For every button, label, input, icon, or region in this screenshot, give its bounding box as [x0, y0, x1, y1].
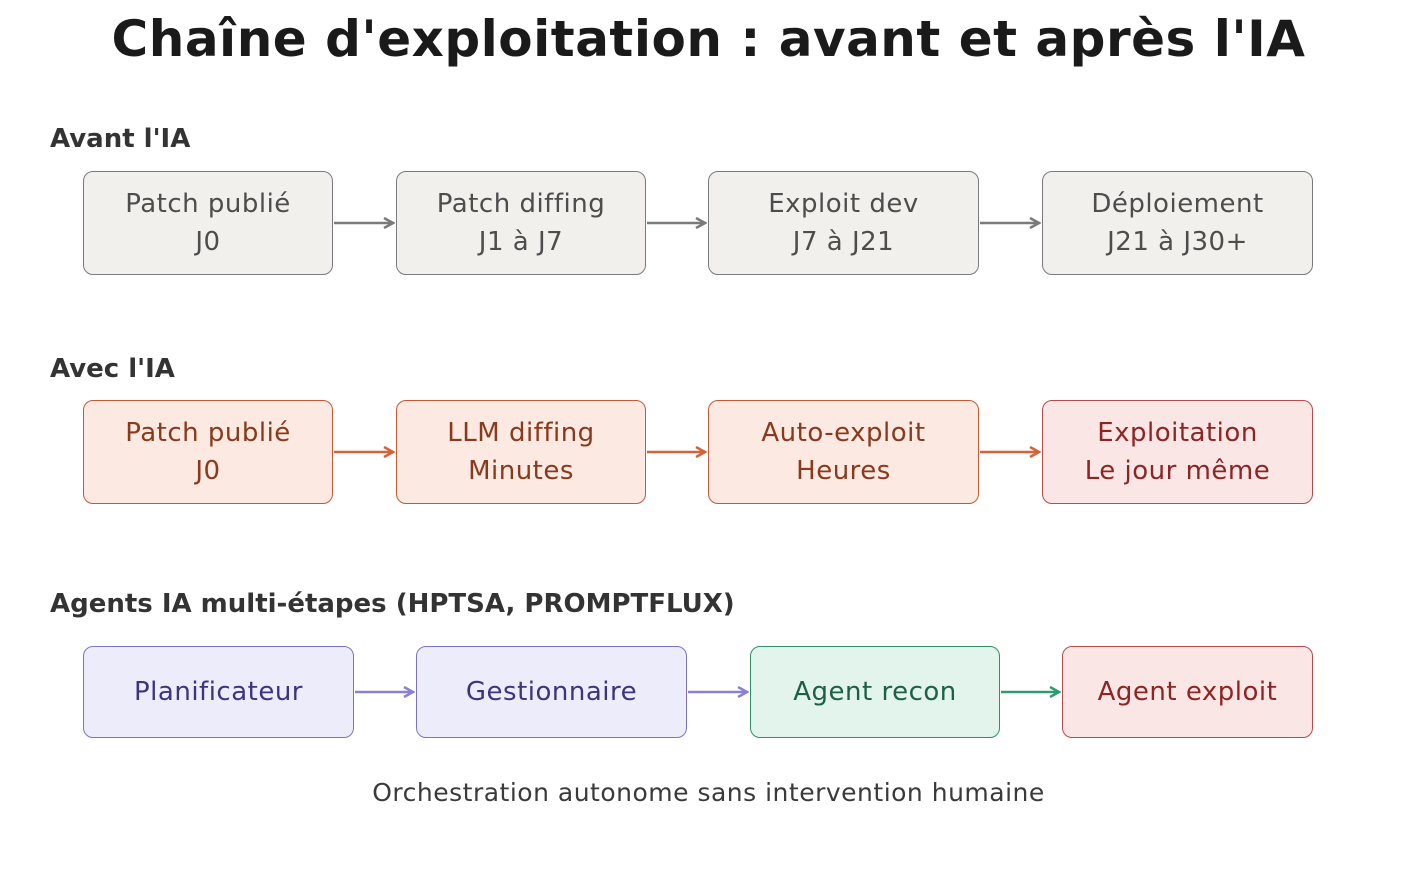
step-title: Patch publié [125, 189, 291, 219]
step-title: Auto-exploit [761, 418, 926, 448]
step-with-llm-diffing: LLM diffing Minutes [396, 400, 646, 504]
step-title: Exploitation [1097, 418, 1258, 448]
section-label-multi-agent: Agents IA multi-étapes (HPTSA, PROMPTFLU… [50, 589, 735, 619]
step-agent-manager: Gestionnaire [416, 646, 687, 738]
step-timing: J0 [195, 456, 221, 486]
section-label-before-ai: Avant l'IA [50, 124, 191, 154]
step-title: Exploit dev [768, 189, 919, 219]
step-with-exploitation: Exploitation Le jour même [1042, 400, 1313, 504]
step-title: Agent exploit [1097, 677, 1278, 707]
step-title: Patch publié [125, 418, 291, 448]
step-timing: J7 à J21 [792, 227, 895, 257]
footnote: Orchestration autonome sans intervention… [372, 778, 1045, 807]
step-title: Agent recon [793, 677, 957, 707]
step-agent-exploit: Agent exploit [1062, 646, 1313, 738]
step-agent-planner: Planificateur [83, 646, 354, 738]
step-before-deployment: Déploiement J21 à J30+ [1042, 171, 1313, 275]
step-timing: Minutes [468, 456, 574, 486]
step-with-patch-published: Patch publié J0 [83, 400, 333, 504]
step-timing: J0 [195, 227, 221, 257]
step-agent-recon: Agent recon [750, 646, 1000, 738]
section-label-with-ai: Avec l'IA [50, 354, 175, 384]
step-title: LLM diffing [447, 418, 595, 448]
diagram-title: Chaîne d'exploitation : avant et après l… [111, 10, 1306, 68]
step-before-patch-published: Patch publié J0 [83, 171, 333, 275]
step-before-patch-diffing: Patch diffing J1 à J7 [396, 171, 646, 275]
step-timing: Heures [796, 456, 891, 486]
step-title: Gestionnaire [465, 677, 638, 707]
step-title: Planificateur [134, 677, 303, 707]
step-title: Déploiement [1091, 189, 1264, 219]
step-timing: J1 à J7 [478, 227, 564, 257]
step-title: Patch diffing [436, 189, 606, 219]
step-with-auto-exploit: Auto-exploit Heures [708, 400, 979, 504]
step-before-exploit-dev: Exploit dev J7 à J21 [708, 171, 979, 275]
step-timing: J21 à J30+ [1107, 227, 1248, 257]
step-timing: Le jour même [1084, 456, 1271, 486]
